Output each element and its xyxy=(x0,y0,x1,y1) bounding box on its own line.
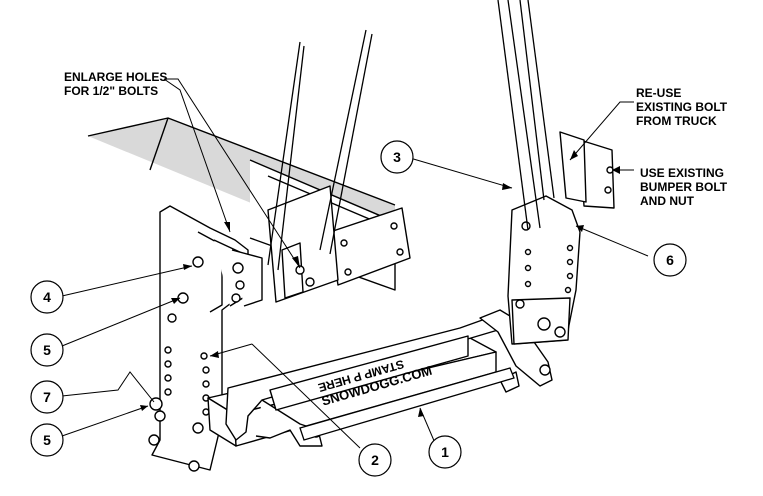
svg-text:6: 6 xyxy=(666,252,674,268)
note-bumper-bolt: USE EXISTING BUMPER BOLT AND NUT xyxy=(640,166,727,208)
note-reuse-bolt-line2: EXISTING BOLT xyxy=(636,100,728,114)
pin-rod xyxy=(299,367,515,441)
right-mount-plate xyxy=(507,195,581,345)
callout-5-lower: 5 xyxy=(30,423,64,457)
svg-text:4: 4 xyxy=(43,289,51,305)
callout-5-upper: 5 xyxy=(30,333,64,367)
svg-text:5: 5 xyxy=(43,342,51,358)
arrowheads xyxy=(140,150,620,417)
callout-6: 6 xyxy=(653,243,687,277)
note-reuse-bolt-line1: RE-USE xyxy=(636,86,682,100)
note-enlarge-holes-line1: ENLARGE HOLES xyxy=(64,70,168,84)
svg-text:3: 3 xyxy=(393,149,401,165)
note-reuse-bolt: RE-USE EXISTING BOLT FROM TRUCK xyxy=(636,86,727,128)
left-mount-plate xyxy=(148,205,263,472)
callout-1: 1 xyxy=(428,435,462,469)
right-bumper-bracket xyxy=(559,131,615,209)
left-angle-bracket xyxy=(267,185,339,303)
svg-text:5: 5 xyxy=(43,432,51,448)
note-enlarge-holes-line2: FOR 1/2" BOLTS xyxy=(64,84,159,98)
frame-rails-upper xyxy=(267,0,555,271)
svg-text:7: 7 xyxy=(43,389,51,405)
note-bumper-bolt-line1: USE EXISTING xyxy=(640,166,725,180)
svg-text:1: 1 xyxy=(441,444,449,460)
callouts: 1 2 3 4 5 5 6 7 xyxy=(30,140,687,477)
bumper-bracket-plate xyxy=(329,207,411,286)
note-bumper-bolt-line2: BUMPER BOLT xyxy=(640,180,728,194)
svg-text:2: 2 xyxy=(371,452,379,468)
note-enlarge-holes: ENLARGE HOLES FOR 1/2" BOLTS xyxy=(64,70,167,98)
callout-4: 4 xyxy=(30,280,64,314)
note-bumper-bolt-line3: AND NUT xyxy=(640,194,694,208)
callout-7: 7 xyxy=(30,380,64,414)
note-reuse-bolt-line3: FROM TRUCK xyxy=(636,114,717,128)
callout-2: 2 xyxy=(358,443,392,477)
leader-lines xyxy=(61,78,649,451)
callout-3: 3 xyxy=(380,140,414,174)
